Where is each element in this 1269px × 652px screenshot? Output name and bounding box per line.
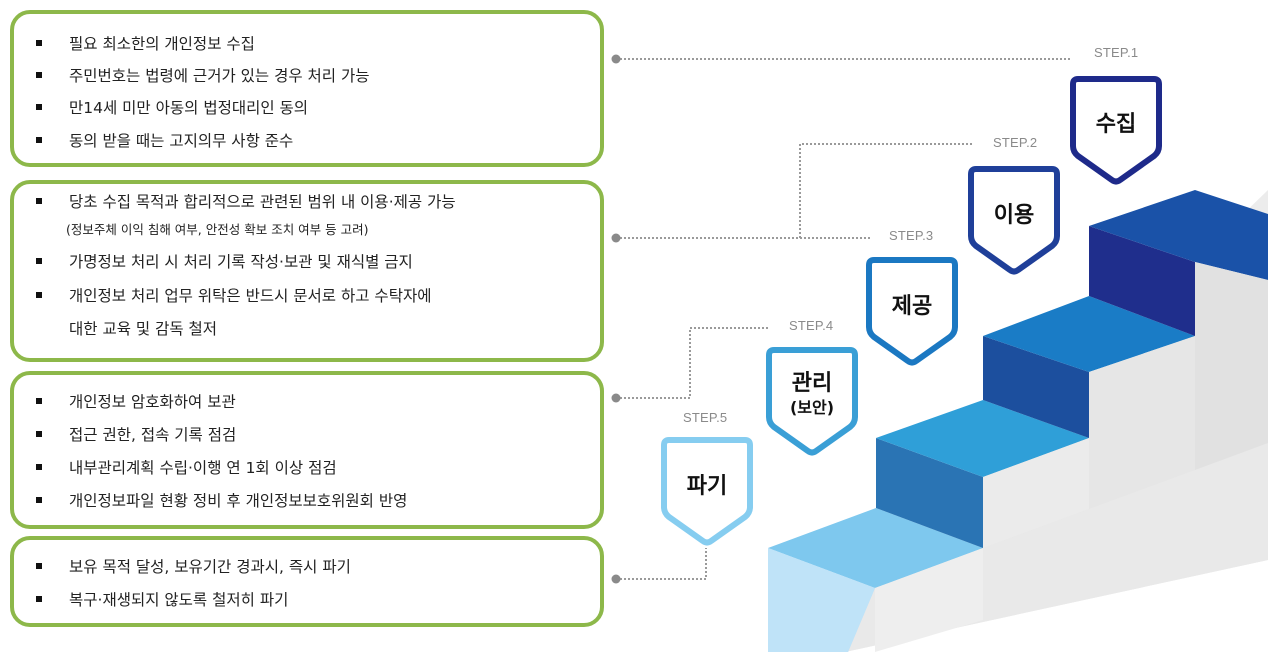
step-label-3: STEP.3 — [889, 228, 934, 243]
connector-dot-2 — [611, 233, 621, 243]
list-item-continuation: 대한 교육 및 감독 철저 — [69, 320, 218, 338]
step-title-3: 제공 — [891, 294, 933, 319]
shield-icon — [661, 437, 753, 546]
bullet-icon — [36, 137, 42, 143]
list-item: 보유 목적 달성, 보유기간 경과시, 즉시 파기 — [36, 557, 351, 577]
bullet-icon — [36, 292, 42, 298]
step-label-4: STEP.4 — [789, 318, 834, 333]
bullet-icon — [36, 104, 42, 110]
list-item: 가명정보 처리 시 처리 기록 작성·보관 및 재식별 금지 — [36, 252, 413, 272]
connector-step5 — [616, 548, 707, 580]
stair-top-5 — [768, 508, 983, 588]
step-label-1: STEP.1 — [1094, 45, 1139, 60]
connector-dot-4 — [611, 574, 621, 584]
list-item: 개인정보 암호화하여 보관 — [36, 392, 236, 412]
stair-top-4 — [876, 400, 1089, 477]
list-item: 만14세 미만 아동의 법정대리인 동의 — [36, 98, 308, 118]
list-item: 주민번호는 법령에 근거가 있는 경우 처리 가능 — [36, 66, 370, 86]
bullet-icon — [36, 258, 42, 264]
step-title-4: 관리 — [791, 371, 833, 396]
shield-icon — [968, 166, 1060, 275]
bullet-icon — [36, 72, 42, 78]
list-item: 내부관리계획 수립·이행 연 1회 이상 점검 — [36, 458, 337, 478]
bullet-icon — [36, 497, 42, 503]
list-item: 개인정보파일 현황 정비 후 개인정보보호위원회 반영 — [36, 491, 407, 511]
step2-3-description-box: 당초 수집 목적과 합리적으로 관련된 범위 내 이용·제공 가능 (정보주체 … — [10, 180, 604, 362]
list-item: 당초 수집 목적과 합리적으로 관련된 범위 내 이용·제공 가능 — [36, 192, 456, 212]
shield-icon — [1070, 76, 1162, 185]
bullet-icon — [36, 431, 42, 437]
step-label-2: STEP.2 — [993, 135, 1038, 150]
list-item: 복구·재생되지 않도록 철저히 파기 — [36, 590, 288, 610]
stair-riser-4 — [983, 336, 1089, 438]
step4-description-box: 개인정보 암호화하여 보관 접근 권한, 접속 기록 점검 내부관리계획 수립·… — [10, 371, 604, 529]
step-subtitle-4: (보안) — [789, 398, 835, 417]
list-item: 동의 받을 때는 고지의무 사항 준수 — [36, 131, 293, 151]
step-title-5: 파기 — [686, 474, 728, 499]
connector-step2 — [616, 143, 972, 239]
bullet-icon — [36, 40, 42, 46]
step-title-1: 수집 — [1095, 112, 1137, 137]
list-item: 접근 권한, 접속 기록 점검 — [36, 425, 236, 445]
connector-dot-3 — [611, 393, 621, 403]
list-item: 필요 최소한의 개인정보 수집 — [36, 34, 255, 54]
list-item-note: (정보주체 이익 침해 여부, 안전성 확보 조치 여부 등 고려) — [66, 222, 369, 237]
step-badge-1: 수집 — [1070, 76, 1162, 186]
step-label-5: STEP.5 — [683, 410, 728, 425]
step1-description-box: 필요 최소한의 개인정보 수집 주민번호는 법령에 근거가 있는 경우 처리 가… — [10, 10, 604, 167]
stair-top-3 — [983, 296, 1195, 372]
stair-riser-3 — [1089, 226, 1195, 336]
step5-description-box: 보유 목적 달성, 보유기간 경과시, 즉시 파기 복구·재생되지 않도록 철저… — [10, 536, 604, 627]
step-title-2: 이용 — [993, 203, 1035, 228]
stair-riser-5 — [876, 438, 983, 548]
bullet-icon — [36, 464, 42, 470]
step-badge-3: 제공 — [866, 257, 958, 367]
stair-top-2 — [1089, 190, 1268, 280]
step-badge-4: 관리 (보안) — [766, 347, 858, 457]
bullet-icon — [36, 198, 42, 204]
step-badge-5: 파기 — [661, 437, 753, 547]
shield-icon — [866, 257, 958, 366]
bullet-icon — [36, 596, 42, 602]
shield-icon — [766, 347, 858, 456]
connector-dot-1 — [611, 54, 621, 64]
connector-step4 — [616, 327, 770, 399]
step-badge-2: 이용 — [968, 166, 1060, 276]
bullet-icon — [36, 398, 42, 404]
bullet-icon — [36, 563, 42, 569]
list-item: 개인정보 처리 업무 위탁은 반드시 문서로 하고 수탁자에 — [36, 286, 431, 306]
